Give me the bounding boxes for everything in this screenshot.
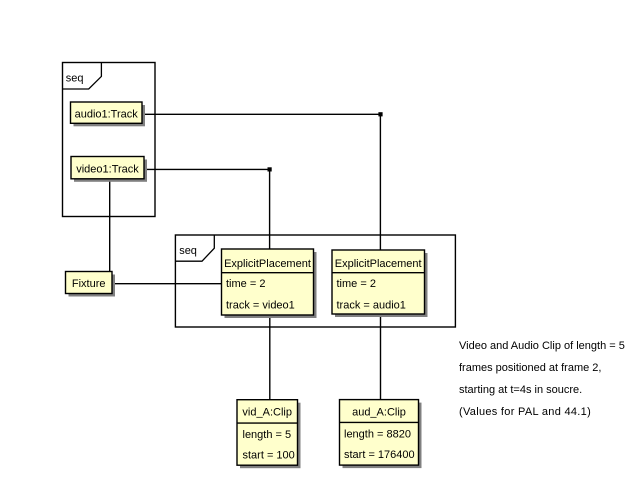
svg-text:vid_A:Clip: vid_A:Clip (242, 407, 292, 419)
svg-text:(Values for PAL and 44.1): (Values for PAL and 44.1) (459, 406, 591, 418)
svg-text:frames positioned at frame 2,: frames positioned at frame 2, (459, 362, 601, 374)
svg-text:ExplicitPlacement: ExplicitPlacement (224, 258, 311, 270)
svg-text:video1:Track: video1:Track (76, 163, 139, 175)
svg-text:track = audio1: track = audio1 (337, 300, 406, 312)
svg-text:starting at t=4s in soucre.: starting at t=4s in soucre. (459, 384, 582, 396)
svg-text:time = 2: time = 2 (337, 278, 376, 290)
svg-text:aud_A:Clip: aud_A:Clip (352, 407, 406, 419)
svg-text:ExplicitPlacement: ExplicitPlacement (335, 258, 422, 270)
svg-text:Video and Audio Clip of length: Video and Audio Clip of length = 5 (459, 340, 625, 352)
svg-text:seq: seq (179, 245, 197, 257)
svg-text:length = 8820: length = 8820 (344, 429, 411, 441)
svg-text:track = video1: track = video1 (226, 300, 295, 312)
svg-text:seq: seq (66, 73, 84, 85)
svg-text:audio1:Track: audio1:Track (75, 108, 139, 120)
svg-text:start = 176400: start = 176400 (344, 449, 415, 461)
svg-text:length = 5: length = 5 (243, 429, 292, 441)
svg-text:time = 2: time = 2 (226, 278, 265, 290)
svg-text:start = 100: start = 100 (243, 449, 295, 461)
svg-text:Fixture: Fixture (72, 278, 106, 290)
